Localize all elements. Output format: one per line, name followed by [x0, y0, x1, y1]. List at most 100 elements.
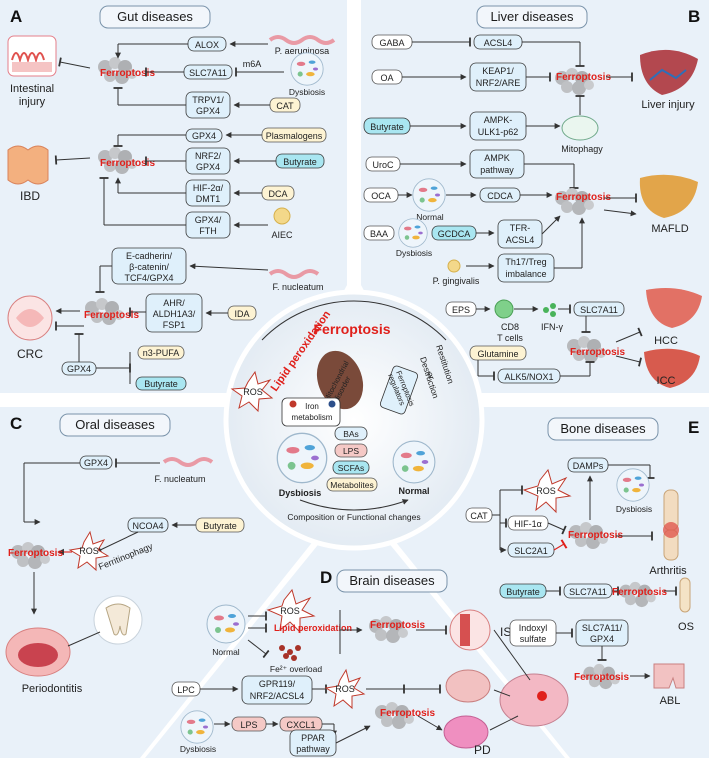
aiec-icon: [273, 207, 291, 225]
gut-ferroptosis-2: Ferroptosis: [100, 158, 155, 169]
fnucleatum-label-a: F. nucleatum: [272, 282, 323, 292]
hcc-label: HCC: [654, 335, 678, 347]
gut-dysbiosis-label: Dysbiosis: [289, 87, 325, 97]
glutamine-box: [469, 345, 527, 361]
mafld-icon: [639, 174, 698, 218]
abl-icon: [653, 663, 685, 689]
ampk-ulk1-1: AMPK-: [484, 115, 513, 125]
brain-lipid-label: Lipid peroxidation: [274, 623, 352, 633]
metabolites-label: Metabolites: [330, 480, 373, 490]
panel-c-letter: C: [10, 414, 22, 433]
brain-dysbiosis-label: Dysbiosis: [180, 744, 216, 754]
tfr-2: ACSL4: [506, 235, 535, 245]
hif2a-2: DMT1: [196, 194, 221, 204]
panel-a-title: Gut diseases: [117, 9, 193, 24]
ida-label: IDA: [234, 309, 249, 319]
fnucleatum-label-c: F. nucleatum: [154, 474, 205, 484]
brain-ferroptosis-1: Ferroptosis: [370, 620, 425, 631]
nrf2-a-2: GPX4: [196, 162, 220, 172]
aiec-label: AIEC: [271, 230, 293, 240]
colon-icon: [7, 145, 49, 185]
center-normal: Normal: [398, 486, 429, 496]
ncoa4-box: [127, 517, 169, 533]
panel-e-letter: E: [688, 418, 699, 437]
panel-b-title: Liver diseases: [490, 9, 574, 24]
bone-ros: ROS: [536, 486, 556, 496]
liver-ferroptosis-2: Ferroptosis: [556, 192, 611, 203]
oa-label: OA: [380, 73, 393, 83]
panel-a-title-box: [99, 5, 211, 29]
cxcl1-label: CXCL1: [286, 720, 315, 730]
periodontitis-label: Periodontitis: [22, 683, 83, 695]
paeruginosa-icon: [268, 35, 336, 45]
gpr119-1: GPR119/: [259, 679, 296, 689]
butyrate-label-b: Butyrate: [370, 122, 404, 132]
liver-normal-label: Normal: [416, 212, 444, 222]
ahr-box: [145, 293, 203, 333]
bone-ferroptosis-3: Ferroptosis: [574, 672, 629, 683]
gpx4fth-2: FTH: [199, 226, 217, 236]
uroc-label: UroC: [372, 160, 394, 170]
ad-brain-icon: [445, 669, 491, 703]
iron-box: [281, 397, 341, 427]
oca-label: OCA: [371, 191, 391, 201]
slc7a11-label-e: SLC7A11: [569, 587, 607, 597]
th17-2: imbalance: [505, 269, 546, 279]
butyrate-label-c: Butyrate: [203, 521, 237, 531]
butyrate-box-c: [195, 517, 245, 533]
cd8-1: CD8: [501, 322, 519, 332]
icc-label: ICC: [657, 375, 676, 387]
bone-ferroptosis-2: Ferroptosis: [612, 587, 667, 598]
pufa-label: n3-PUFA: [143, 348, 180, 358]
ecad-1: E-cadherin/: [126, 251, 173, 261]
keap1-1: KEAP1/: [482, 66, 514, 76]
os-label: OS: [678, 621, 694, 633]
os-icon: [679, 577, 691, 613]
ppar-1: PPAR: [301, 733, 325, 743]
abl-label: ABL: [660, 695, 681, 707]
fnucleatum-icon-a: [268, 269, 320, 279]
panel-a-bg: [0, 0, 347, 393]
bas-box: [334, 426, 368, 441]
ahr-2: ALDH1A3/: [153, 309, 196, 319]
liver-ferroptosis-3: Ferroptosis: [570, 347, 625, 358]
bas-label: BAs: [343, 429, 359, 439]
center-title: Ferroptosis: [313, 321, 390, 337]
gpx4-label-c: GPX4: [84, 458, 108, 468]
brain-ros-burst: [266, 588, 316, 634]
icc-icon: [644, 348, 700, 388]
cat-label-e: CAT: [470, 511, 488, 521]
damps-label: DAMPs: [573, 461, 604, 471]
panel-a-letter: A: [10, 7, 22, 26]
oral-ros: ROS: [79, 546, 99, 556]
ampk-ulk1-2: ULK1-p62: [478, 127, 519, 137]
paeruginosa-label: P. aeruginosa: [275, 46, 329, 56]
ibd-label: IBD: [20, 189, 40, 203]
butyrate-box-crc: [135, 376, 187, 391]
oral-ferroptosis: Ferroptosis: [8, 548, 63, 559]
slcgpx-1: SLC7A11/: [582, 623, 623, 633]
iron-label-2: metabolism: [292, 413, 333, 422]
m6a-label: m6A: [243, 59, 262, 69]
gcdca-label: GCDCA: [438, 229, 471, 239]
iron-label-1: Iron: [305, 402, 319, 411]
liver-injury-label: Liver injury: [641, 99, 695, 111]
panel-d-title: Brain diseases: [349, 573, 435, 588]
intestinal-injury-1: Intestinal: [10, 83, 54, 95]
crc-label: CRC: [17, 347, 43, 361]
gpx4fth-1: GPX4/: [195, 215, 222, 225]
center-circle: [223, 289, 485, 551]
ampk-pathway-2: pathway: [480, 165, 514, 175]
ecad-3: TCF4/GPX4: [124, 273, 173, 283]
metabolites-box: [326, 477, 378, 492]
brain-ros-2: ROS: [335, 684, 355, 694]
slc7a11-box-b: [573, 301, 625, 317]
is-label: IS: [500, 625, 511, 639]
keap1-2: NRF2/ARE: [476, 78, 521, 88]
lps-label-d: LPS: [240, 720, 257, 730]
mitophagy-label: Mitophagy: [561, 144, 603, 154]
alox-label: ALOX: [195, 40, 219, 50]
liver-ferroptosis-1: Ferroptosis: [556, 72, 611, 83]
